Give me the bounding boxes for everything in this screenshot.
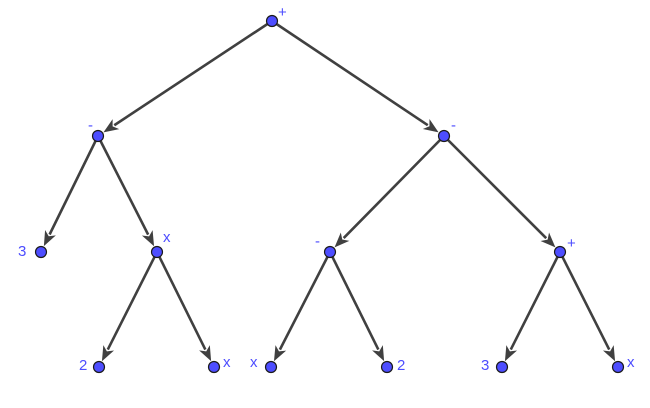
tree-node-point[interactable] — [92, 360, 106, 374]
edge-arrow — [504, 251, 562, 362]
arrowhead-icon — [43, 230, 56, 247]
edge-line — [106, 251, 159, 351]
edge-line — [509, 251, 562, 351]
arrowhead-icon — [199, 345, 212, 362]
edge-line — [443, 135, 548, 240]
tree-node-point[interactable] — [91, 129, 105, 143]
node-label: + — [278, 4, 287, 21]
tree-node-point[interactable] — [611, 360, 625, 374]
edge-arrow — [271, 19, 439, 133]
node-label: x — [627, 354, 635, 371]
tree-node-point[interactable] — [380, 360, 394, 374]
tree-node-point[interactable] — [495, 360, 509, 374]
arrowhead-icon — [602, 345, 616, 362]
tree-node-point[interactable] — [553, 245, 567, 259]
edge-arrow — [334, 135, 445, 248]
edge-line — [155, 251, 207, 351]
edge-arrow — [443, 135, 556, 248]
node-label: 3 — [481, 357, 490, 374]
node-label: 3 — [18, 243, 27, 260]
node-label: 2 — [397, 357, 406, 374]
node-label: - — [451, 117, 456, 134]
node-label: x — [163, 229, 171, 246]
edge-arrow — [101, 251, 159, 362]
edge-arrow — [96, 135, 155, 247]
tree-node-point[interactable] — [207, 360, 221, 374]
edge-arrow — [155, 251, 212, 362]
arrowhead-icon — [273, 345, 287, 362]
edge-arrow — [328, 251, 385, 362]
tree-node-point[interactable] — [323, 245, 337, 259]
tree-node-point[interactable] — [150, 245, 164, 259]
edge-line — [328, 251, 380, 351]
edge-line — [271, 19, 429, 127]
edge-line — [558, 251, 611, 351]
edge-line — [278, 251, 332, 351]
arrowhead-icon — [103, 119, 120, 133]
edge-arrow — [103, 19, 273, 133]
edge-arrow — [558, 251, 616, 362]
tree-node-point[interactable] — [265, 14, 279, 28]
arrowhead-icon — [334, 232, 350, 248]
edge-line — [113, 19, 273, 127]
node-label: 2 — [79, 357, 88, 374]
edge-line — [48, 135, 100, 236]
arrowhead-icon — [101, 345, 115, 362]
arrowhead-icon — [422, 119, 439, 133]
nodes-layer — [34, 14, 625, 374]
node-label: x — [223, 354, 231, 371]
node-label: x — [250, 354, 258, 371]
arrowhead-icon — [141, 230, 155, 247]
edge-line — [342, 135, 445, 240]
edge-arrow — [273, 251, 332, 362]
edge-line — [96, 135, 150, 236]
arrowhead-icon — [504, 345, 518, 362]
edge-arrow — [43, 135, 100, 247]
tree-node-point[interactable] — [34, 245, 48, 259]
node-label: - — [88, 117, 93, 134]
tree-node-point[interactable] — [264, 360, 278, 374]
node-label: - — [315, 233, 320, 250]
edges-layer — [43, 19, 616, 362]
arrowhead-icon — [372, 345, 385, 362]
arrowhead-icon — [540, 232, 556, 248]
tree-node-point[interactable] — [437, 129, 451, 143]
node-label: + — [567, 235, 576, 252]
